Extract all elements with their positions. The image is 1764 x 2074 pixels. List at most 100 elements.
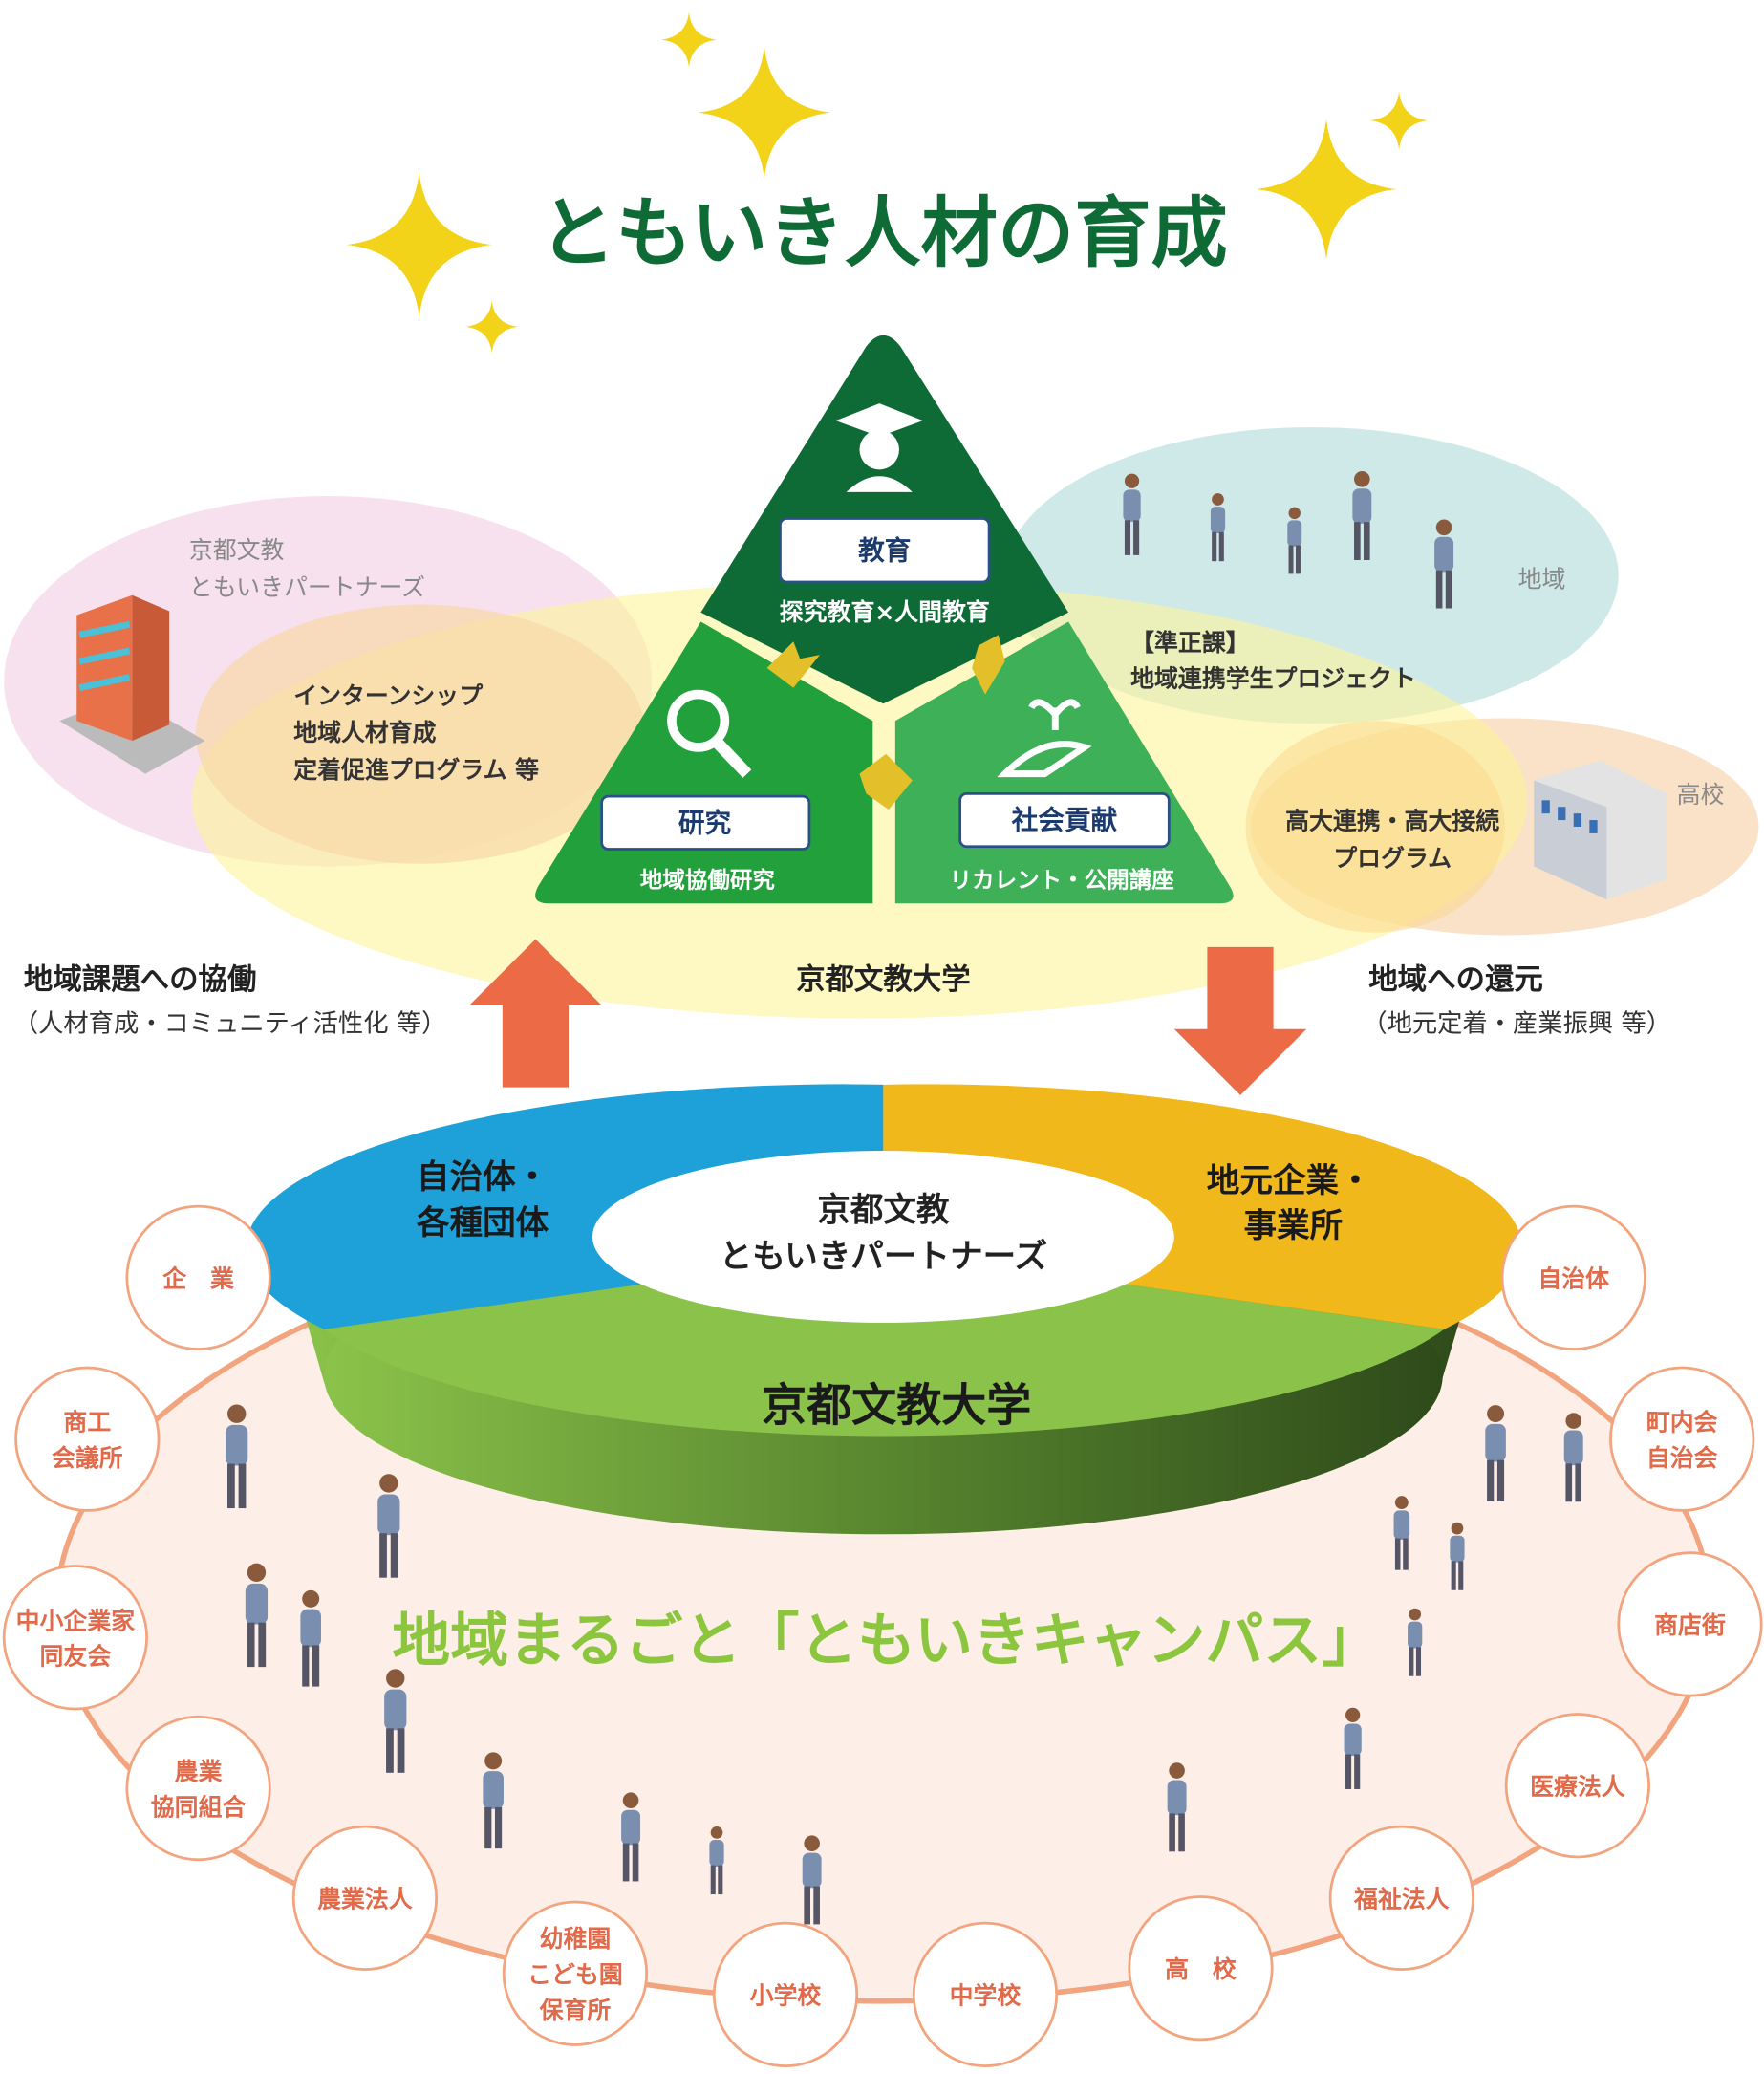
research-label: 研究 — [678, 808, 732, 839]
overlap-area — [1245, 721, 1505, 933]
partners-label-1: 京都文教 — [189, 536, 285, 564]
organization-label: 中小企業家 — [16, 1607, 136, 1634]
organization-circle — [2, 1565, 148, 1711]
partnership-disk: 京都文教 ともいきパートナーズ 自治体・ 各種団体 地元企業・ 事業所 京都文教… — [246, 1084, 1522, 1535]
organization-circle — [291, 1825, 439, 1971]
organization-item: 福祉法人 — [1328, 1825, 1474, 1971]
sparkle-icon — [1369, 91, 1429, 150]
organization-item: 中学校 — [912, 1921, 1059, 2067]
organization-label: 自治体 — [1538, 1265, 1609, 1293]
research-box — [600, 794, 811, 851]
graduate-icon — [835, 403, 923, 492]
research-sub: 地域協働研究 — [640, 867, 776, 894]
contribution-sub: リカレント・公開講座 — [950, 867, 1174, 894]
disk-blue-2: 各種団体 — [417, 1204, 549, 1242]
education-triangle: 教育 探究教育×人間教育 研究 地域協働研究 社会貢献 リカレント・公開講座 — [535, 335, 1234, 904]
organization-label: 保育所 — [539, 1997, 612, 2024]
highschool-program-2: プログラム — [1333, 844, 1452, 872]
organization-label: 同友会 — [40, 1643, 112, 1671]
organization-label: 町内会 — [1646, 1409, 1718, 1437]
organization-circle — [125, 1204, 271, 1350]
organization-label: 高 校 — [1165, 1955, 1237, 1983]
sparkle-icon — [698, 46, 831, 179]
organization-item: 小学校 — [712, 1921, 859, 2067]
program-regional-hr: 地域人材育成 — [293, 719, 436, 746]
right-flow-title: 地域への還元 — [1368, 963, 1543, 997]
organization-label: 農業法人 — [317, 1886, 413, 1913]
down-arrow-icon — [1173, 946, 1307, 1095]
organization-item: 自治体 — [1500, 1204, 1646, 1350]
semi-curricular-tag: 【準正課】 — [1130, 629, 1249, 657]
highschool-label: 高校 — [1677, 781, 1725, 809]
campus-title: 地域まるごと「ともいきキャンパス」 — [392, 1607, 1380, 1674]
disk-center-2: ともいきパートナーズ — [720, 1238, 1047, 1276]
organization-circle — [1328, 1825, 1474, 1971]
university-segment — [324, 1249, 1445, 1437]
sparkle-icons — [346, 11, 1429, 354]
organization-label: こども園 — [527, 1960, 623, 1988]
organization-circle — [502, 1900, 649, 2046]
organization-item: 商店街 — [1617, 1551, 1763, 1697]
organization-label: 会議所 — [52, 1444, 123, 1472]
program-internship: インターンシップ — [293, 681, 483, 709]
right-flow-sub: （地元定着・産業振興 等） — [1362, 1009, 1671, 1038]
organization-label: 自治会 — [1646, 1444, 1718, 1472]
disk-center-1: 京都文教 — [817, 1191, 950, 1229]
organization-circle — [912, 1921, 1059, 2067]
disk-blue-1: 自治体・ — [417, 1158, 549, 1197]
organization-circle — [1617, 1551, 1763, 1697]
organization-label: 小学校 — [750, 1982, 822, 2010]
organization-circle — [712, 1921, 859, 2067]
left-flow-title: 地域課題への協働 — [24, 962, 257, 997]
contribution-label: 社会貢献 — [1012, 805, 1118, 836]
cycle-arrow-icons — [766, 635, 1005, 810]
organization-label: 商店街 — [1654, 1611, 1726, 1639]
contribution-box — [958, 791, 1171, 849]
education-sub: 探究教育×人間教育 — [780, 598, 990, 626]
disk-green-label: 京都文教大学 — [762, 1379, 1031, 1432]
sparkle-icon — [660, 11, 718, 68]
organization-item: 医療法人 — [1504, 1713, 1650, 1859]
magnifier-icon — [667, 689, 752, 778]
organization-label: 商工 — [63, 1409, 111, 1437]
office-building-icon — [59, 594, 205, 774]
sparkle-icon — [1256, 119, 1397, 260]
disk-yellow-2: 事業所 — [1243, 1207, 1343, 1245]
organization-circle — [125, 1715, 271, 1862]
organization-item: 農業法人 — [291, 1825, 439, 1971]
organization-circle — [1128, 1895, 1274, 2042]
organization-label: 中学校 — [950, 1982, 1022, 2010]
organization-circle — [14, 1366, 161, 1512]
sprout-hand-icon — [997, 699, 1092, 778]
organization-item: 企 業 — [125, 1204, 271, 1350]
organization-label: 医療法人 — [1530, 1773, 1625, 1801]
internship-bubble — [195, 604, 646, 864]
organization-label: 企 業 — [162, 1265, 234, 1293]
organization-item: 高 校 — [1128, 1895, 1274, 2042]
sparkle-icon — [346, 171, 492, 318]
organization-label: 幼稚園 — [540, 1925, 612, 1953]
organization-circle — [1504, 1713, 1650, 1859]
organization-label: 農業 — [175, 1758, 223, 1785]
university-label: 京都文教大学 — [796, 962, 971, 997]
community-label: 地域 — [1518, 566, 1566, 594]
student-project-label: 地域連携学生プロジェクト — [1130, 664, 1416, 692]
page-title: ともいき人材の育成 — [539, 188, 1228, 277]
left-flow-sub: （人材育成・コミュニティ活性化 等） — [13, 1009, 447, 1038]
partners-label-2: ともいきパートナーズ — [189, 573, 425, 601]
organization-circle — [1609, 1366, 1755, 1512]
partners-center — [592, 1151, 1174, 1323]
organization-circles: 企 業商工会議所中小企業家同友会農業協同組合農業法人幼稚園こども園保育所小学校中… — [2, 1204, 1763, 2067]
highschool-program-1: 高大連携・高大接続 — [1285, 808, 1499, 835]
organization-circle — [1500, 1204, 1646, 1350]
education-label: 教育 — [858, 534, 911, 566]
education-box — [779, 517, 991, 584]
school-building-icon — [1534, 760, 1667, 900]
organization-label: 協同組合 — [151, 1793, 247, 1821]
